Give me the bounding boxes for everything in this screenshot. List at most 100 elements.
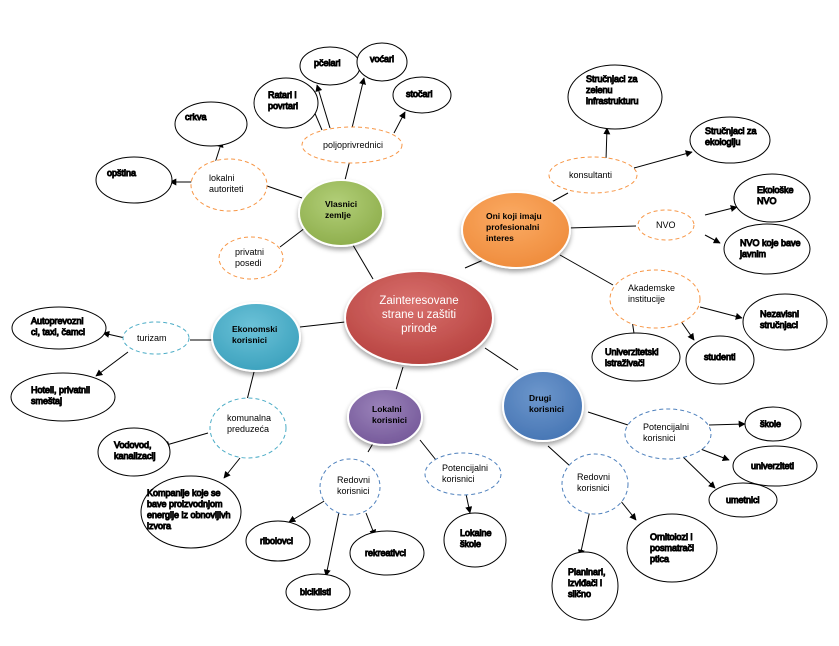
label-line: Akademske [628,283,675,293]
subgroup-poljoprivrednici: poljoprivrednici [301,126,403,164]
label-line: Vodovod, [114,440,152,450]
label-line: stručnjaci [760,320,798,330]
leaf-biciklisti: biciklisti [285,573,351,611]
label-line: ekologiju [705,137,741,147]
label-line: studenti [704,352,736,362]
label-line: Stručnjaci za [705,126,757,136]
leaf-label: škole [760,419,781,429]
label-line: Ekološke [757,185,794,195]
label-line: Lokalne [460,528,492,538]
leaf-label: umetnici [726,495,760,505]
label-line: crkva [185,112,207,122]
label-line: korisnici [232,335,267,345]
label-line: zemlje [325,210,351,220]
label-line: Kompanije koje se [147,488,221,498]
label-line: korisnici [372,415,407,425]
label-line: univerziteti [751,461,794,471]
label-line: korisnici [337,486,370,496]
label-line: voćari [370,54,394,64]
label-line: Autoprevozni [31,316,84,326]
leaf-label: biciklisti [300,587,331,597]
leaf-ribolovci: ribolovci [245,520,311,562]
label-line: turizam [137,333,167,343]
label-line: Drugi [529,393,551,403]
label-line: pčelari [314,58,341,68]
leaf-pcelari: pčelari [299,46,361,86]
label-line: poljoprivrednici [323,140,383,150]
leaf-umetnici: umetnici [708,482,778,518]
label-line: stočari [406,89,433,99]
subgroup-label: poljoprivrednici [323,140,383,150]
label-line: Oni koji imaju [486,211,542,221]
label-line: interes [486,233,514,243]
label-line: rekreativci [365,548,406,558]
label-line: Potencijalni [643,422,689,432]
label-line: energije iz obnovljivh [147,510,231,520]
label-line: infrastrukturu [586,96,639,106]
connector-lines [95,77,746,577]
label-line: konsultanti [569,170,612,180]
label-line: korisnici [577,483,610,493]
label-line: posmatrači [650,543,694,553]
label-line: kanalizacij [114,451,156,461]
label-line: autoriteti [209,184,244,194]
label-line: opština [107,168,136,178]
label-line: institucije [628,294,665,304]
label-line: Vlasnici [325,199,357,209]
label-line: ptica [650,554,669,564]
label-line: izvora [147,521,171,531]
leaf-label: crkva [185,112,207,122]
label-line: korisnici [529,404,564,414]
leaf-vodovod: Vodovod,kanalizacij [97,427,171,477]
label-line: Ornitolozi i [650,532,693,542]
subgroup-turizam: turizam [122,321,190,355]
leaf-label: rekreativci [365,548,406,558]
label-line: zelenu [586,85,613,95]
label-line: profesionalni [486,222,539,232]
leaf-label: univerziteti [751,461,794,471]
leaf-label: ribolovci [260,536,293,546]
label-line: škole [760,419,781,429]
label-line: komunalna [227,413,271,423]
leaf-label: studenti [704,352,736,362]
leaf-label: Vodovod,kanalizacij [114,440,156,461]
label-line: Potencijalni [442,463,488,473]
label-line: Redovni [337,475,370,485]
leaf-label: pčelari [314,58,341,68]
label-line: Redovni [577,472,610,482]
label-line: Ratari i [268,90,297,100]
